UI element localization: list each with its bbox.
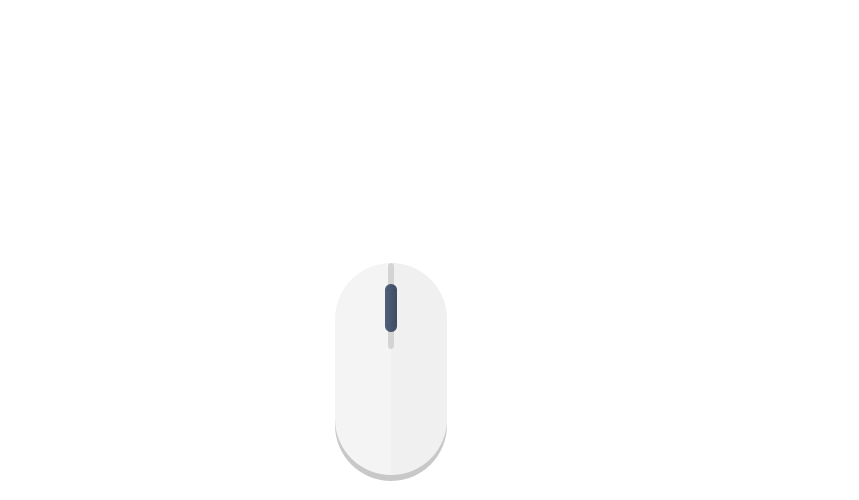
mouse-body-right-half (391, 263, 447, 475)
mouse-icon (335, 263, 447, 481)
scroll-wheel (385, 284, 397, 332)
